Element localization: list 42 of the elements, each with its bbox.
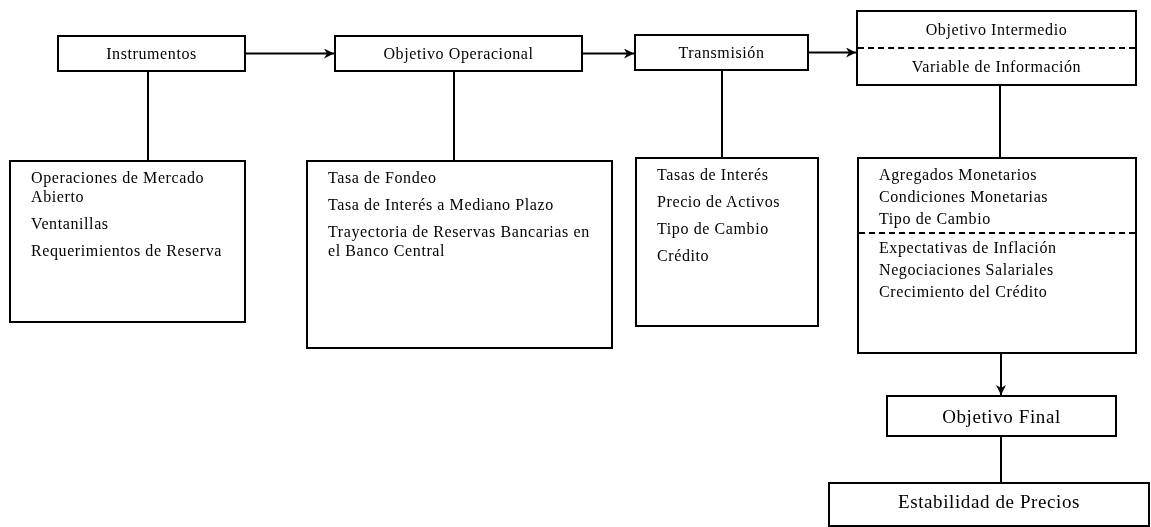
arrow xyxy=(582,48,635,59)
box-label: Estabilidad de Precios xyxy=(897,492,1081,511)
process-box xyxy=(857,157,1137,354)
connector-line xyxy=(1000,436,1002,483)
box-label: Variable de Información xyxy=(911,57,1082,76)
connector-line xyxy=(721,70,723,158)
list-item: Tasa de Fondeo xyxy=(328,168,438,187)
box-label: Transmisión xyxy=(678,43,765,62)
process-box xyxy=(635,157,819,327)
list-item: Crédito xyxy=(657,246,711,265)
arrow xyxy=(996,353,1006,396)
process-box xyxy=(9,160,246,323)
connector-line xyxy=(453,71,455,161)
box-label: Objetivo Final xyxy=(942,406,1061,426)
list-item: Tasas de Interés xyxy=(657,165,770,184)
list-item: Agregados Monetarios xyxy=(879,165,1039,184)
list-item: Negociaciones Salariales xyxy=(879,260,1055,279)
process-box xyxy=(57,35,246,72)
list-item: Ventanillas xyxy=(31,214,110,233)
list-item: Tipo de Cambio xyxy=(657,219,770,238)
connector-line xyxy=(147,71,149,161)
process-box xyxy=(828,482,1150,527)
process-box xyxy=(886,395,1117,437)
box-label: Objetivo Intermedio xyxy=(925,20,1068,39)
list-item: Precio de Activos xyxy=(657,192,782,211)
arrow xyxy=(808,47,857,58)
list-item: Tipo de Cambio xyxy=(879,209,992,228)
process-box xyxy=(634,34,809,71)
box-label: Objetivo Operacional xyxy=(383,44,534,63)
list-item: Tasa de Interés a Mediano Plazo xyxy=(328,195,555,214)
list-item: Requerimientos de Reserva xyxy=(31,241,223,260)
process-box xyxy=(306,160,613,349)
list-item: Operaciones de Mercado Abierto xyxy=(31,168,206,206)
process-box xyxy=(334,35,583,72)
list-item: Expectativas de Inflación xyxy=(879,238,1058,257)
connector-line xyxy=(999,85,1001,158)
process-box xyxy=(856,10,1137,86)
box-label: Instrumentos xyxy=(106,44,197,63)
arrow xyxy=(245,48,335,59)
list-item: Condiciones Monetarias xyxy=(879,187,1050,206)
list-item: Trayectoria de Reservas Bancarias en el Banco Central xyxy=(328,222,591,260)
list-item: Crecimiento del Crédito xyxy=(879,282,1049,301)
